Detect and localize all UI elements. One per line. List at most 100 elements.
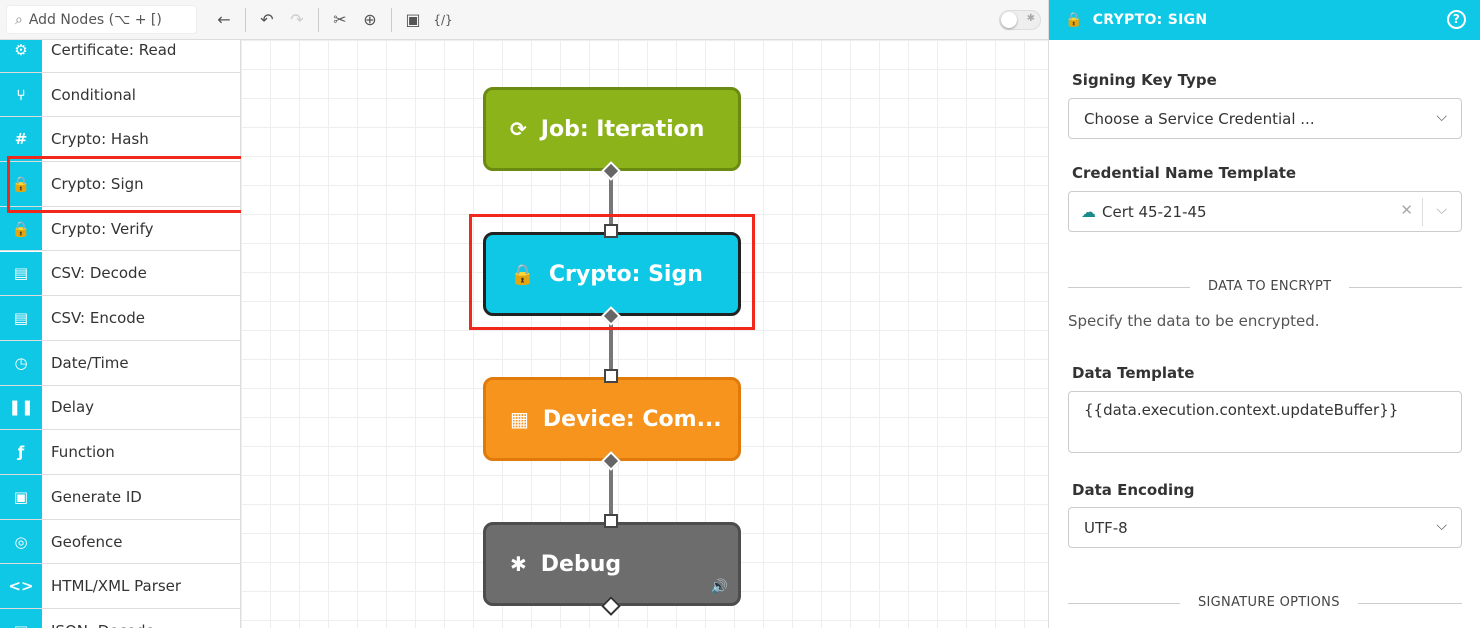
panel-title: CRYPTO: SIGN [1092, 12, 1208, 28]
search-icon: ⌕ [15, 11, 23, 28]
signing-key-type-label: Signing Key Type [1072, 71, 1217, 89]
input-port[interactable] [604, 514, 618, 528]
workflow-node[interactable]: ⟳ Job: Iteration [483, 87, 741, 171]
node-type-icon: ▤ [0, 296, 42, 340]
node-icon: ⟳ [510, 117, 527, 141]
redo-icon[interactable]: ↷ [290, 10, 304, 29]
palette-item[interactable]: <> HTML/XML Parser [0, 564, 240, 610]
data-template-label: Data Template [1072, 364, 1195, 382]
palette-item[interactable]: ƒ Function [0, 430, 240, 475]
node-type-icon: ⚙ [0, 40, 42, 72]
variables-icon[interactable]: {/} [433, 12, 453, 27]
undo-icon[interactable]: ↶ [260, 10, 274, 29]
chevron-down-icon[interactable]: ⌵ [1436, 202, 1447, 218]
search-placeholder: Add Nodes (⌥ + [) [28, 11, 162, 28]
palette-item-label: Conditional [51, 85, 136, 104]
highlight-box [469, 214, 755, 330]
divider [318, 7, 319, 32]
connection-wire [609, 461, 613, 522]
palette-item[interactable]: ▤ CSV: Decode [0, 251, 240, 297]
highlight-box [7, 156, 251, 213]
node-label: Debug [540, 551, 622, 577]
node-icon: ✱ [510, 552, 527, 576]
palette-item[interactable]: ▤ JSON: Decode [0, 609, 240, 628]
node-type-icon: 🔒 [0, 206, 42, 251]
node-icon: ▦ [510, 407, 529, 431]
node-type-icon: ⑂ [0, 72, 42, 117]
palette-item-label: Delay [51, 398, 95, 417]
select-value: UTF-8 [1084, 518, 1128, 537]
zoom-in-icon[interactable]: ⊕ [363, 10, 377, 29]
debug-toggle[interactable]: ✱ [999, 10, 1041, 30]
node-type-icon: ▤ [0, 251, 42, 296]
node-palette: ⚙ Certificate: Read ⑂ Conditional # Crypto: H… [0, 40, 241, 628]
palette-item[interactable]: 🔒 Crypto: Verify [0, 206, 240, 252]
palette-item-label: Date/Time [51, 353, 129, 372]
palette-item[interactable]: ▣Generate ID [0, 475, 240, 520]
help-icon[interactable]: ? [1447, 10, 1466, 29]
node-type-icon: # [0, 117, 42, 162]
palette-item[interactable]: ⑂ Conditional [0, 72, 240, 118]
palette-item-label: JSON: Decode [51, 622, 155, 628]
node-type-icon: ❚❚ [0, 385, 42, 430]
node-type-icon: ◷ [0, 340, 42, 385]
signing-key-type-select[interactable]: Choose a Service Credential ... ⌵ [1068, 98, 1462, 139]
select-value: Choose a Service Credential ... [1084, 109, 1315, 128]
back-arrow-icon[interactable]: ← [217, 10, 231, 29]
textarea-value: {{data.execution.context.updateBuffer}} [1084, 401, 1399, 419]
bug-icon: ✱ [1026, 13, 1035, 24]
lock-icon: 🔒 [1065, 12, 1083, 28]
panel-header: 🔒 CRYPTO: SIGN? [1049, 0, 1480, 40]
chevron-down-icon: ⌵ [1436, 518, 1447, 534]
speaker-icon[interactable]: 🔊 [710, 579, 728, 595]
data-encoding-select[interactable]: UTF-8 ⌵ [1068, 507, 1462, 548]
input-port[interactable] [604, 369, 618, 383]
divider [391, 7, 392, 32]
connection-wire [609, 171, 613, 232]
workflow-node[interactable]: ▦ Device: Com... [483, 377, 741, 461]
palette-item-label: Geofence [51, 532, 123, 551]
palette-item[interactable]: ◎ Geofence [0, 519, 240, 565]
palette-item-label: Crypto: Hash [51, 130, 149, 149]
node-label: Job: Iteration [540, 116, 705, 142]
node-type-icon: ▤ [0, 609, 42, 628]
palette-item-label: Certificate: Read [51, 40, 177, 59]
section-heading: DATA TO ENCRYPT [1190, 279, 1350, 294]
scissors-icon[interactable]: ✂ [333, 10, 347, 29]
divider [245, 7, 246, 32]
palette-item-label: Crypto: Verify [51, 219, 154, 238]
toolbar: ⌕ Add Nodes (⌥ + [) ← ↶ ↷ ✂ ⊕ ▣ {/} ✱ [0, 0, 1048, 40]
section-description: Specify the data to be encrypted. [1068, 312, 1320, 330]
palette-item[interactable]: ◷ Date/Time [0, 340, 240, 386]
palette-item-label: Crypto: Sign [51, 174, 144, 193]
add-comment-icon[interactable]: ▣ [405, 10, 421, 29]
add-nodes-search[interactable]: ⌕ Add Nodes (⌥ + [) [6, 5, 197, 34]
node-type-icon: ƒ [0, 430, 42, 474]
connection-wire [609, 316, 613, 377]
palette-item[interactable]: ❚❚ Delay [0, 385, 240, 431]
palette-item-label: CSV: Decode [51, 264, 147, 283]
input-port[interactable] [604, 224, 618, 238]
credential-select[interactable]: ☁ Cert 45-21-45 ✕ ⌵ [1068, 191, 1462, 232]
data-encoding-label: Data Encoding [1072, 481, 1195, 499]
workflow-node[interactable]: ✱ Debug 🔊 [483, 522, 741, 606]
palette-item-label: HTML/XML Parser [51, 577, 182, 596]
properties-panel: 🔒 CRYPTO: SIGN? Signing Key Type Choose a… [1048, 0, 1480, 628]
palette-item[interactable]: ⚙ Certificate: Read [0, 40, 240, 73]
node-type-icon: <> [0, 564, 42, 609]
data-template-textarea[interactable]: {{data.execution.context.updateBuffer}} [1068, 391, 1462, 453]
node-type-icon: ◎ [0, 519, 42, 564]
palette-item-label: Function [51, 443, 115, 462]
clear-icon[interactable]: ✕ [1400, 201, 1413, 219]
node-type-icon: ▣ [0, 475, 42, 519]
chevron-down-icon: ⌵ [1436, 109, 1447, 125]
node-label: Device: Com... [542, 406, 722, 432]
node-label: Crypto: Sign [548, 261, 703, 287]
credential-label: Credential Name Template [1072, 164, 1297, 182]
select-value: Cert 45-21-45 [1102, 202, 1207, 221]
palette-item[interactable]: ▤CSV: Encode [0, 296, 240, 341]
node-icon: 🔒 [510, 262, 535, 286]
cloud-lock-icon: ☁ [1081, 202, 1096, 221]
section-heading: SIGNATURE OPTIONS [1180, 595, 1358, 610]
palette-item[interactable]: # Crypto: Hash [0, 117, 240, 163]
